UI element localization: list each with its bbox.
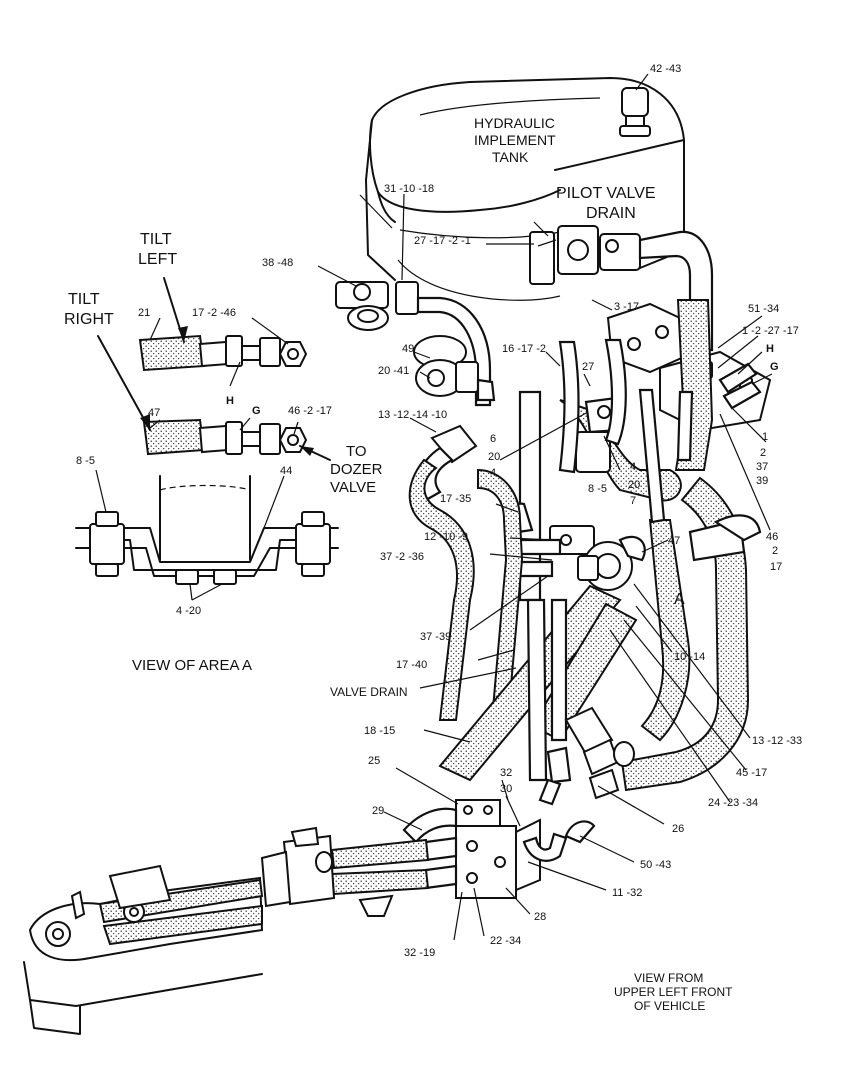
callout-1: 1 bbox=[762, 431, 768, 443]
callout-47-right: 47 bbox=[668, 535, 680, 547]
callout-labels: 42 -43 31 -10 -18 27 -17 -2 -1 38 -48 3 … bbox=[76, 63, 802, 959]
callout-22-34: 22 -34 bbox=[490, 935, 521, 947]
tilt-left-label-1: TILT bbox=[140, 231, 172, 248]
valve-drain-label: VALVE DRAIN bbox=[330, 685, 408, 699]
hydraulic-tank bbox=[359, 77, 685, 301]
callout-h2: H bbox=[226, 395, 234, 407]
callout-18-15: 18 -15 bbox=[364, 725, 395, 737]
callout-42-43: 42 -43 bbox=[650, 63, 681, 75]
callout-51-34: 51 -34 bbox=[748, 303, 779, 315]
clamp-upper bbox=[416, 424, 478, 502]
callout-32: 32 bbox=[500, 767, 512, 779]
callout-3-17: 3 -17 bbox=[614, 301, 639, 313]
middle-block bbox=[509, 502, 646, 591]
callout-11-32: 11 -32 bbox=[612, 887, 642, 899]
manifold-block bbox=[402, 778, 596, 899]
callout-20b: 20 bbox=[628, 479, 640, 491]
callout-21: 21 bbox=[138, 307, 150, 319]
callout-h: H bbox=[766, 343, 774, 355]
breather-cap bbox=[619, 73, 651, 137]
callout-28: 28 bbox=[534, 911, 546, 923]
callout-4b: 4 bbox=[630, 461, 636, 473]
callout-37: 37 bbox=[756, 461, 768, 473]
dozer-label-1: TO bbox=[346, 443, 367, 460]
tilt-left-label-2: LEFT bbox=[138, 251, 177, 268]
callout-17-40: 17 -40 bbox=[396, 659, 427, 671]
callout-32-19: 32 -19 bbox=[404, 947, 435, 959]
callout-8-5-right: 8 -5 bbox=[588, 483, 607, 495]
callout-10-14: 10 -14 bbox=[674, 651, 705, 663]
callout-27: 27 bbox=[582, 361, 594, 373]
title-labels: HYDRAULIC IMPLEMENT TANK PILOT VALVE DRA… bbox=[64, 115, 733, 1013]
tilt-left-hose bbox=[138, 317, 308, 387]
callout-25: 25 bbox=[368, 755, 380, 767]
callout-8-5-left: 8 -5 bbox=[76, 455, 95, 467]
callout-4-20: 4 -20 bbox=[176, 605, 201, 617]
callout-29: 29 bbox=[372, 805, 384, 817]
tilt-right-label-2: RIGHT bbox=[64, 311, 114, 328]
dozer-label-2: DOZER bbox=[330, 461, 383, 478]
implement-sketch bbox=[23, 864, 264, 1035]
callout-7: 7 bbox=[630, 495, 636, 507]
left-loop-hose bbox=[408, 458, 638, 782]
callout-47-left: 47 bbox=[148, 407, 160, 419]
tank-label-1: HYDRAULIC bbox=[474, 115, 555, 131]
leader-lines bbox=[317, 221, 773, 941]
callout-2a: 2 bbox=[760, 447, 766, 459]
callout-30: 30 bbox=[500, 783, 512, 795]
callout-17: 17 bbox=[770, 561, 782, 573]
callout-4a: 4 bbox=[490, 467, 496, 479]
lower-fittings bbox=[546, 706, 635, 800]
callout-1-2-27-17: 1 -2 -27 -17 bbox=[742, 325, 799, 337]
area-a-label: A bbox=[674, 591, 685, 608]
callout-24-23-34: 24 -23 -34 bbox=[708, 797, 758, 809]
view-from-2: UPPER LEFT FRONT bbox=[614, 985, 733, 999]
pilot-label-1: PILOT VALVE bbox=[556, 185, 656, 202]
tilt-arrows bbox=[97, 277, 331, 461]
callout-49: 49 bbox=[402, 343, 414, 355]
callout-12-10-9: 12 -10 -9 bbox=[424, 531, 468, 543]
callout-13-12-33: 13 -12 -33 bbox=[752, 735, 802, 747]
callout-45-17: 45 -17 bbox=[736, 767, 767, 779]
callout-44: 44 bbox=[280, 465, 292, 477]
callout-37-39: 37 -39 bbox=[420, 631, 451, 643]
callout-26: 26 bbox=[672, 823, 684, 835]
view-from-1: VIEW FROM bbox=[634, 971, 703, 985]
tank-label-3: TANK bbox=[492, 149, 529, 165]
callout-38-48: 38 -48 bbox=[262, 257, 293, 269]
callout-g: G bbox=[770, 361, 779, 373]
tilt-right-label-1: TILT bbox=[68, 291, 100, 308]
callout-39: 39 bbox=[756, 475, 768, 487]
view-from-3: OF VEHICLE bbox=[634, 999, 705, 1013]
callout-17-2-46: 17 -2 -46 bbox=[192, 307, 236, 319]
right-valve bbox=[606, 302, 772, 432]
lower-left-hoses bbox=[260, 826, 430, 917]
callout-g2: G bbox=[252, 405, 261, 417]
callout-2b: 2 bbox=[772, 545, 778, 557]
pilot-label-2: DRAIN bbox=[586, 205, 636, 222]
tilt-right-hose bbox=[142, 417, 308, 456]
callout-6: 6 bbox=[490, 433, 496, 445]
dozer-label-3: VALVE bbox=[330, 479, 376, 496]
callout-37-2-36: 37 -2 -36 bbox=[380, 551, 424, 563]
callout-50-43: 50 -43 bbox=[640, 859, 671, 871]
callout-17-35: 17 -35 bbox=[440, 493, 471, 505]
callout-20a: 20 bbox=[488, 451, 500, 463]
callout-16-17-2: 16 -17 -2 bbox=[502, 343, 546, 355]
view-area-label: VIEW OF AREA A bbox=[132, 657, 252, 674]
callout-13-12-14-10: 13 -12 -14 -10 bbox=[378, 409, 447, 421]
left-fittings bbox=[335, 193, 492, 407]
callout-46-2-17: 46 -2 -17 bbox=[288, 405, 332, 417]
callout-31-10-18: 31 -10 -18 bbox=[384, 183, 434, 195]
callout-20-41: 20 -41 bbox=[378, 365, 409, 377]
callout-46: 46 bbox=[766, 531, 778, 543]
callout-27-17-2-1: 27 -17 -2 -1 bbox=[414, 235, 471, 247]
tank-label-2: IMPLEMENT bbox=[474, 132, 556, 148]
area-a-view bbox=[75, 469, 339, 601]
